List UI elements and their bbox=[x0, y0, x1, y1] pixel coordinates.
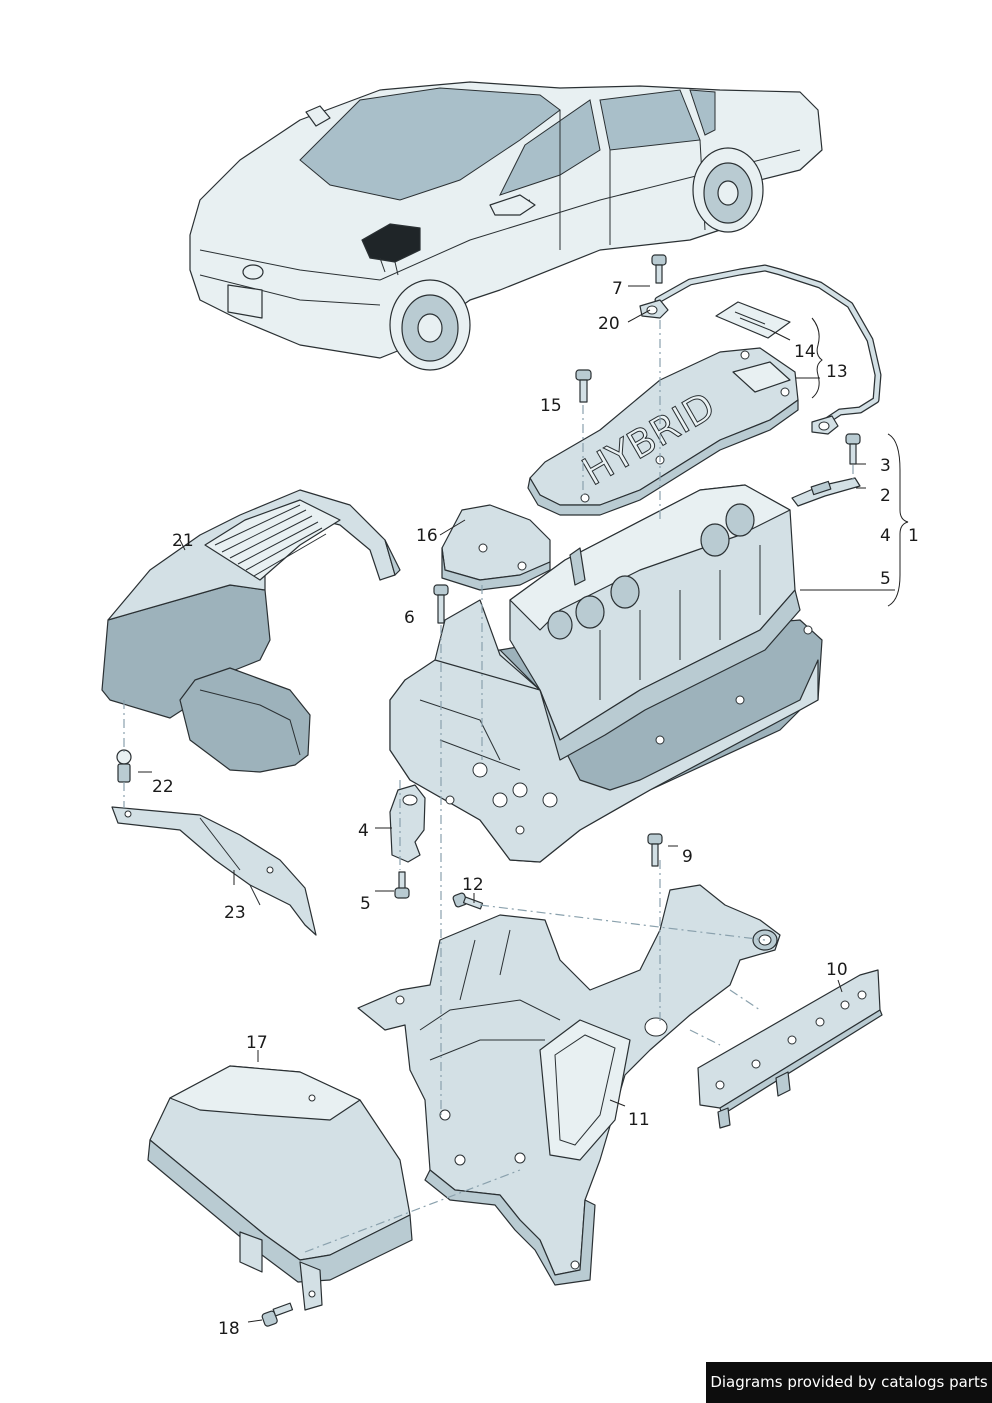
hybrid-cover: HYBRID bbox=[527, 347, 799, 516]
callout-4-fitting: 4 bbox=[358, 821, 369, 841]
ball-stud-22 bbox=[116, 749, 132, 783]
assembly-lines bbox=[123, 320, 854, 1253]
callout-1: 1 bbox=[908, 526, 919, 546]
callout-2: 2 bbox=[880, 486, 891, 506]
bolt-9 bbox=[647, 833, 663, 867]
callout-5-bolt: 5 bbox=[360, 894, 371, 914]
callout-18: 18 bbox=[218, 1319, 240, 1339]
credit-banner: Diagrams provided by catalogs parts bbox=[706, 1362, 992, 1403]
callout-14: 14 bbox=[794, 342, 816, 362]
callout-22: 22 bbox=[152, 777, 174, 797]
callout-21: 21 bbox=[172, 531, 194, 551]
bolt-5 bbox=[394, 871, 410, 899]
callout-6: 6 bbox=[404, 608, 415, 628]
engine-cover-21 bbox=[101, 489, 401, 773]
callout-12: 12 bbox=[462, 875, 484, 895]
bolt-3 bbox=[845, 433, 861, 465]
ground-cable bbox=[639, 264, 882, 435]
bolt-6 bbox=[433, 584, 449, 624]
callout-5-battery: 5 bbox=[880, 569, 891, 589]
callout-16: 16 bbox=[416, 526, 438, 546]
label-plate-14 bbox=[715, 301, 791, 339]
mounting-plate-10 bbox=[697, 969, 883, 1129]
callout-17: 17 bbox=[246, 1033, 268, 1053]
callout-20: 20 bbox=[598, 314, 620, 334]
callout-7: 7 bbox=[612, 279, 623, 299]
callout-11: 11 bbox=[628, 1110, 650, 1130]
callout-13: 13 bbox=[826, 362, 848, 382]
callout-15: 15 bbox=[540, 396, 562, 416]
car-illustration bbox=[189, 81, 823, 371]
callout-4-battery: 4 bbox=[880, 526, 891, 546]
connector-2 bbox=[791, 477, 861, 507]
bolt-7 bbox=[651, 254, 667, 284]
callout-3: 3 bbox=[880, 456, 891, 476]
protective-cover-17 bbox=[147, 1065, 413, 1311]
callout-10: 10 bbox=[826, 960, 848, 980]
callout-9: 9 bbox=[682, 847, 693, 867]
mounting-bracket-11 bbox=[357, 884, 781, 1286]
module-16 bbox=[441, 504, 551, 591]
callouts: 7 20 14 13 15 3 2 4 1 5 16 21 6 22 4 9 1… bbox=[152, 279, 919, 1339]
callout-23: 23 bbox=[224, 903, 246, 923]
bolt-15 bbox=[575, 369, 592, 403]
leader-lines bbox=[138, 285, 909, 1323]
battery-housing bbox=[389, 484, 823, 863]
bracket-23 bbox=[111, 806, 317, 936]
fitting-4 bbox=[389, 784, 426, 863]
bolt-18 bbox=[261, 1302, 294, 1327]
